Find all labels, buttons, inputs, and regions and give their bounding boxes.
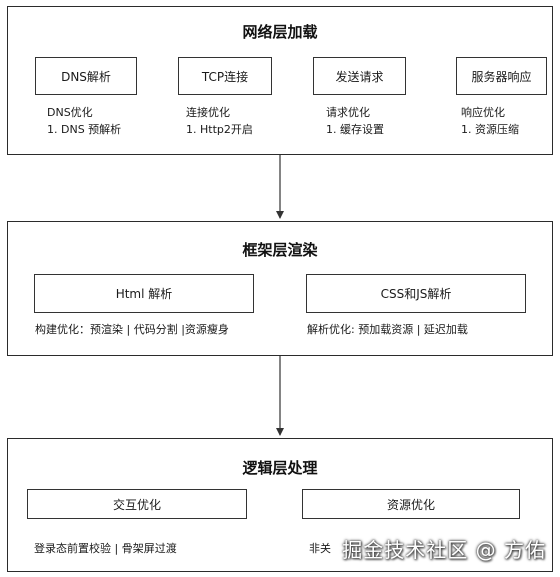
note-heading: 连接优化 [186, 106, 230, 119]
note-item: 1. 资源压缩 [461, 123, 519, 136]
html-parse-box: Html 解析 [34, 274, 254, 313]
tcp-connect-box: TCP连接 [178, 57, 272, 95]
send-request-box: 发送请求 [313, 57, 406, 95]
watermark-text: 掘金技术社区 @ 方佑 [342, 538, 546, 562]
framework-layer-title: 框架层渲染 [242, 241, 318, 259]
note-heading: DNS优化 [47, 106, 93, 119]
framework-layer-section: 框架层渲染 Html 解析 CSS和JS解析 构建优化：预渲染 | 代码分割 |… [7, 221, 553, 356]
network-layer-title: 网络层加载 [242, 23, 318, 41]
server-response-box: 服务器响应 [456, 57, 547, 95]
request-optimization-note: 请求优化 1. 缓存设置 [326, 104, 384, 138]
note-item: 1. Http2开启 [186, 123, 253, 136]
note-item: 1. DNS 预解析 [47, 123, 122, 136]
note-item: 1. 缓存设置 [326, 123, 384, 136]
logic-layer-title: 逻辑层处理 [242, 459, 318, 477]
connection-optimization-note: 连接优化 1. Http2开启 [186, 104, 253, 138]
note-heading: 请求优化 [326, 106, 370, 119]
dns-resolve-box: DNS解析 [35, 57, 137, 95]
build-optimization-note: 构建优化：预渲染 | 代码分割 |资源瘦身 [35, 323, 229, 336]
resource-optimization-box: 资源优化 [302, 489, 520, 519]
logic-layer-section: 逻辑层处理 交互优化 资源优化 登录态前置校验 | 骨架屏过渡 非关 [7, 438, 553, 572]
parse-optimization-note: 解析优化: 预加载资源 | 延迟加载 [307, 323, 468, 336]
interaction-optimization-note: 登录态前置校验 | 骨架屏过渡 [34, 542, 177, 555]
response-optimization-note: 响应优化 1. 资源压缩 [461, 104, 519, 138]
network-layer-section: 网络层加载 DNS解析 TCP连接 发送请求 服务器响应 DNS优化 1. DN… [7, 6, 553, 155]
dns-optimization-note: DNS优化 1. DNS 预解析 [47, 104, 121, 138]
note-heading: 响应优化 [461, 106, 505, 119]
css-js-parse-box: CSS和JS解析 [306, 274, 526, 313]
resource-optimization-note: 非关 [309, 542, 331, 555]
interaction-optimization-box: 交互优化 [27, 489, 247, 519]
